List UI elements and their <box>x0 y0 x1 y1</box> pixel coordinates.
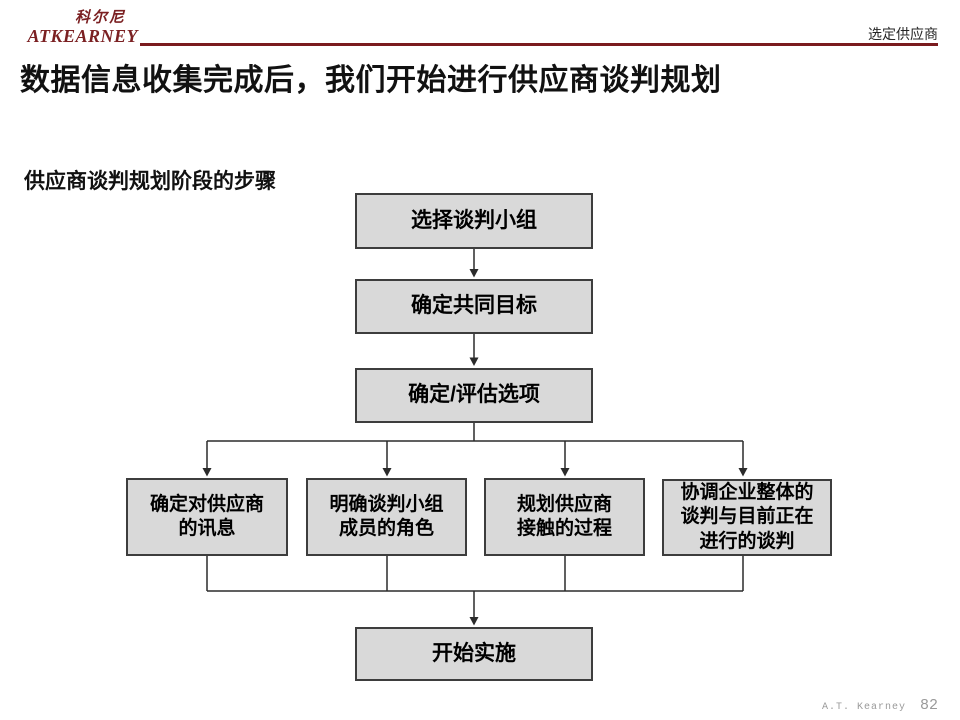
footer-page-number: 82 <box>919 697 938 714</box>
flow-step-evaluate-options: 确定/评估选项 <box>355 368 593 423</box>
flowchart-caption: 供应商谈判规划阶段的步骤 <box>24 170 276 193</box>
header-rule <box>140 43 938 46</box>
logo-english-text: ATKEARNEY <box>27 25 138 46</box>
flow-step-select-team: 选择谈判小组 <box>355 193 593 249</box>
page-title: 数据信息收集完成后，我们开始进行供应商谈判规划 <box>20 64 722 97</box>
flow-parallel-supplier-message: 确定对供应商 的讯息 <box>126 478 288 556</box>
footer-brand: A.T. Kearney <box>821 702 906 713</box>
logo-chinese-text: 科尔尼 <box>74 10 126 26</box>
flow-parallel-team-roles: 明确谈判小组 成员的角色 <box>306 478 467 556</box>
flow-step-start-implementation: 开始实施 <box>355 627 593 681</box>
section-tag: 选定供应商 <box>868 26 938 42</box>
footer: A.T. Kearney 82 <box>822 697 938 714</box>
flow-step-common-goals: 确定共同目标 <box>355 279 593 334</box>
atkearney-logo: 科尔尼 ATKEARNEY <box>22 10 138 46</box>
flow-parallel-coordinate-negotiations: 协调企业整体的 谈判与目前正在 进行的谈判 <box>662 479 832 556</box>
flow-parallel-contact-process: 规划供应商 接触的过程 <box>484 478 645 556</box>
